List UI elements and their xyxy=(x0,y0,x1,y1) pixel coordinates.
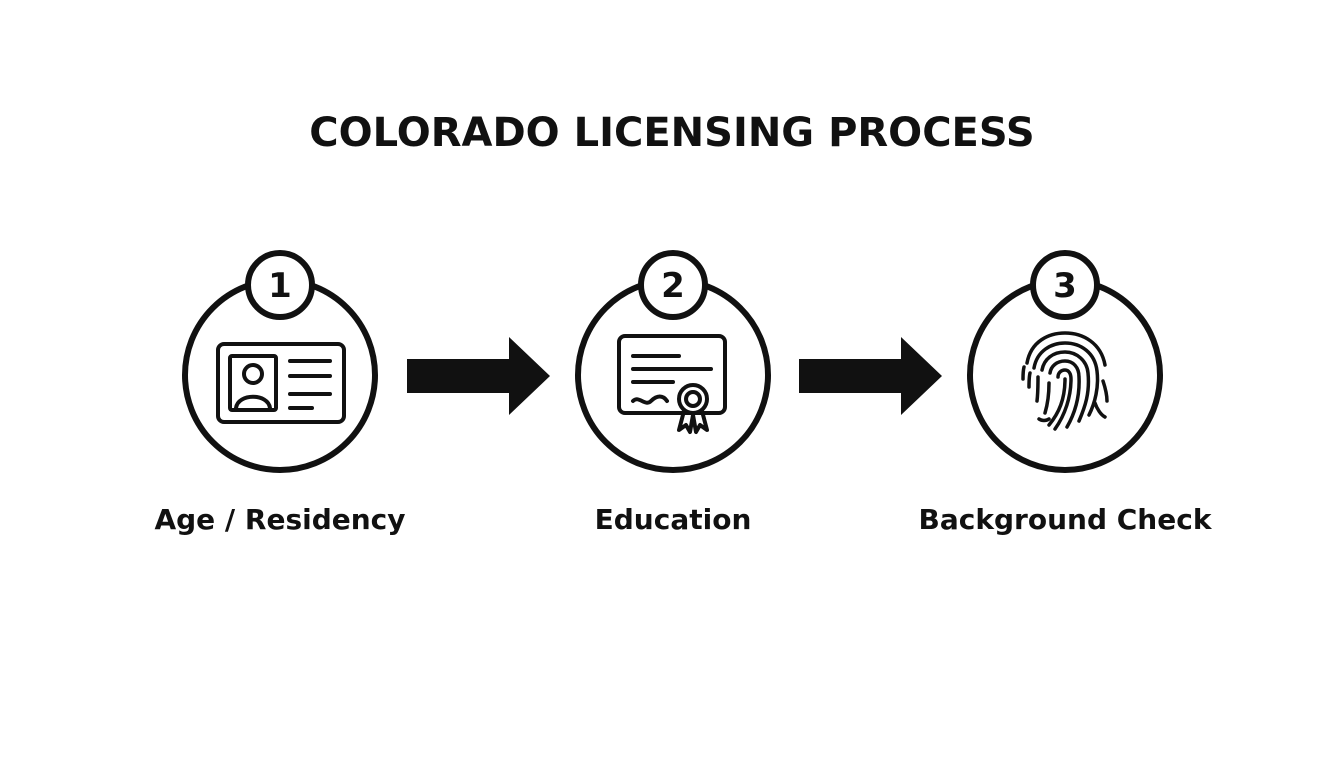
step-number: 3 xyxy=(1053,266,1077,306)
fingerprint-icon xyxy=(1021,331,1109,431)
step-number: 1 xyxy=(268,266,292,306)
id-card-icon xyxy=(216,342,346,424)
arrow-right-icon xyxy=(799,337,942,415)
step-number-badge xyxy=(245,250,315,320)
step-label-3: Background Check xyxy=(918,503,1212,536)
certificate-icon xyxy=(617,334,727,434)
step-1: 1 xyxy=(160,250,400,480)
step-number-badge xyxy=(638,250,708,320)
step-2: 2 xyxy=(553,250,793,480)
arrow-right-icon xyxy=(407,337,550,415)
page-title: COLORADO LICENSING PROCESS xyxy=(309,110,1035,156)
step-label-1: Age / Residency xyxy=(154,503,406,536)
step-number-badge xyxy=(1030,250,1100,320)
step-3: 3 xyxy=(945,250,1185,480)
step-label-2: Education xyxy=(594,503,752,536)
step-number: 2 xyxy=(661,266,685,306)
